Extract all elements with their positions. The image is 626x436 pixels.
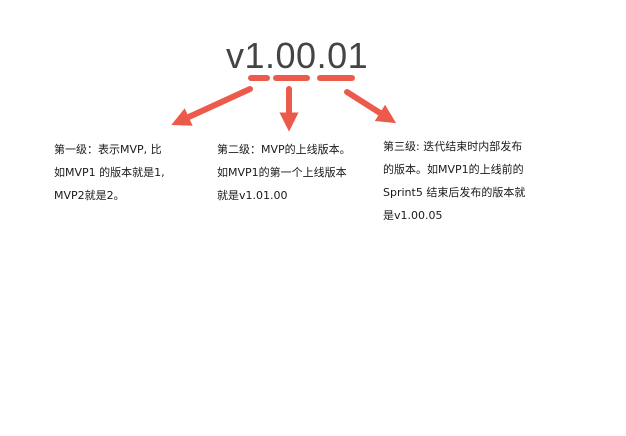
annotation-line: 就是v1.01.00 [217, 189, 288, 202]
annotation-line: 是v1.00.05 [383, 209, 443, 222]
annotation-line: 第一级：表示MVP, 比 [54, 143, 162, 156]
arrow-patch [344, 89, 397, 124]
annotation-line: MVP2就是2。 [54, 189, 125, 202]
arrow-major [171, 86, 253, 126]
annotation-line: Sprint5 结束后发布的版本就 [383, 186, 526, 199]
annotation-line: 的版本。如MVP1的上线前的 [383, 163, 524, 176]
version-number: v1.00.01 [226, 35, 369, 76]
annotation-line: 如MVP1的第一个上线版本 [217, 166, 347, 179]
annotation-line: 如MVP1 的版本就是1, [54, 166, 165, 179]
annotation-major: 第一级：表示MVP, 比 如MVP1 的版本就是1, MVP2就是2。 [54, 138, 165, 207]
annotation-line: 第三级: 迭代结束时内部发布 [383, 140, 523, 153]
annotation-line: 第二级：MVP的上线版本。 [217, 143, 351, 156]
annotation-patch: 第三级: 迭代结束时内部发布 的版本。如MVP1的上线前的 Sprint5 结束… [383, 135, 525, 227]
annotation-minor: 第二级：MVP的上线版本。 如MVP1的第一个上线版本 就是v1.01.00 [217, 138, 351, 207]
